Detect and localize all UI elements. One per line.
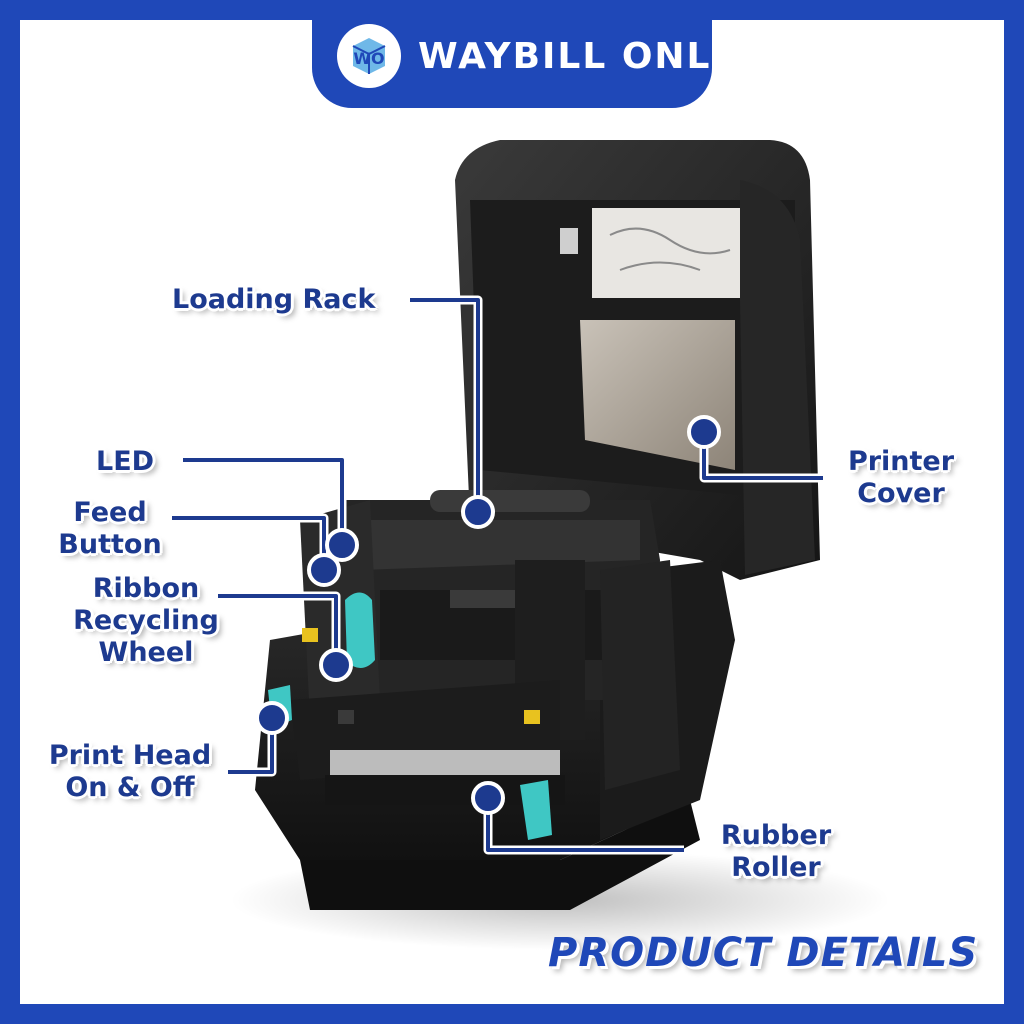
label-ribbon-recycling-wheel: Ribbon Recycling Wheel bbox=[68, 573, 224, 669]
label-print-head-line1: Print Head bbox=[48, 740, 212, 771]
label-ribbon-line1: Ribbon bbox=[92, 573, 200, 604]
label-led: LED bbox=[96, 446, 155, 477]
wo-cube-logo-icon: WO bbox=[337, 24, 401, 88]
label-feed-button: Feed Button bbox=[56, 497, 164, 561]
lid-instruction-sticker bbox=[592, 208, 762, 298]
label-print-head-line2: On & Off bbox=[65, 772, 195, 803]
label-rubber-roller-line2: Roller bbox=[731, 852, 821, 883]
svg-text:WO: WO bbox=[353, 49, 384, 68]
label-rubber-roller-line1: Rubber bbox=[720, 820, 832, 851]
ribbon-recycling-wheel bbox=[345, 592, 375, 669]
label-feed-button-line2: Button bbox=[58, 529, 162, 560]
brand-name: WAYBILL ONLINE bbox=[418, 36, 786, 77]
label-loading-rack: Loading Rack bbox=[172, 284, 376, 315]
label-printer-cover-line2: Cover bbox=[857, 478, 945, 509]
label-rubber-roller: Rubber Roller bbox=[716, 820, 836, 884]
label-printer-cover-line1: Printer bbox=[847, 446, 955, 477]
product-details-title: PRODUCT DETAILS bbox=[548, 930, 979, 976]
label-ribbon-line2: Recycling bbox=[73, 605, 219, 636]
label-printer-cover: Printer Cover bbox=[846, 446, 956, 510]
label-feed-button-line1: Feed bbox=[73, 497, 147, 528]
label-print-head: Print Head On & Off bbox=[46, 740, 214, 804]
label-ribbon-line3: Wheel bbox=[98, 637, 194, 668]
